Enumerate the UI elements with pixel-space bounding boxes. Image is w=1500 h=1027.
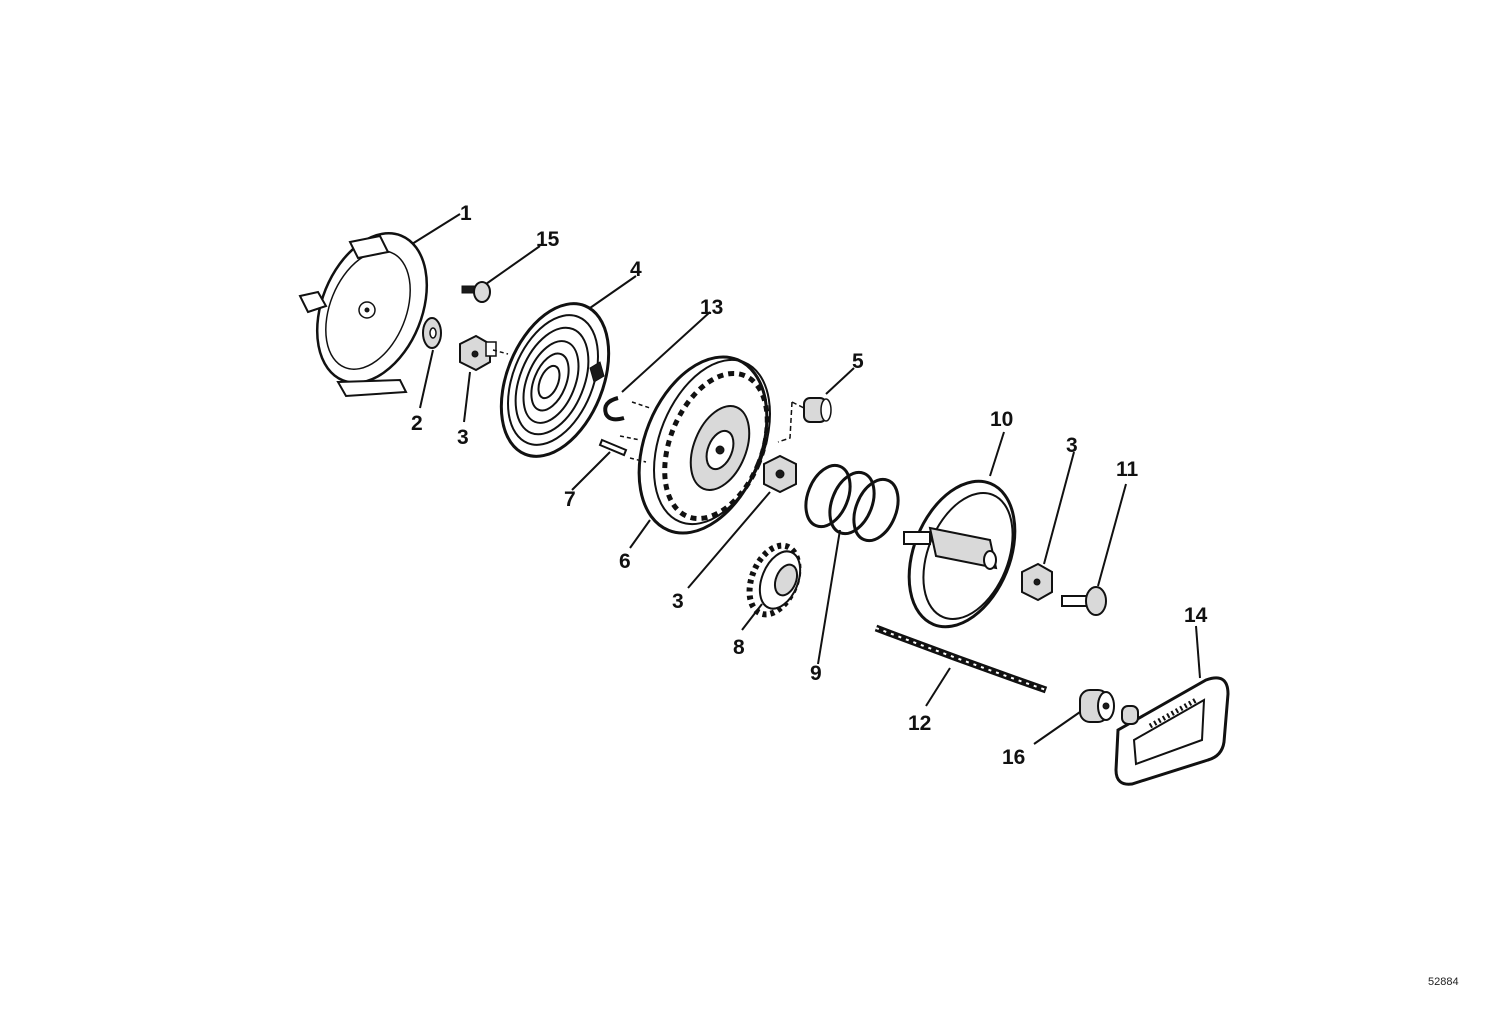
part-1-housing [298,232,429,398]
label-part-10: 10 [990,408,1013,431]
part-10-starter-hub [903,479,1017,629]
part-labels: 1 2 3 3 3 4 5 6 7 8 9 10 11 12 13 14 15 … [411,202,1208,769]
part-8-pinion-gear [746,542,802,618]
part-7-pin [598,438,628,457]
part-16-rope-bushing [1079,689,1115,723]
label-part-3b: 3 [672,590,684,613]
label-part-14: 14 [1184,604,1208,627]
assembly-hint-lines [492,349,805,463]
label-part-1: 1 [460,202,472,225]
part-13-clip [603,396,625,422]
label-part-15: 15 [536,228,560,251]
part-11-bolt [1061,586,1107,616]
label-part-3a: 3 [457,426,469,449]
part-15-screw [461,281,491,303]
part-3b-nut [763,454,797,494]
label-part-13: 13 [700,296,723,319]
label-part-9: 9 [810,662,822,685]
label-part-6: 6 [619,550,631,573]
part-3a-nut [459,334,497,372]
part-2-washer [422,317,442,349]
label-part-7: 7 [564,488,576,511]
label-part-5: 5 [852,350,864,373]
label-part-8: 8 [733,636,745,659]
label-part-11: 11 [1116,458,1139,481]
leader-lines [411,213,1201,745]
part-12-rope [874,624,1048,694]
part-4-rewind-spring [499,302,611,458]
label-part-3c: 3 [1066,434,1078,457]
label-part-12: 12 [908,712,931,735]
part-6-pulley [637,355,771,535]
reference-code: 52884 [1428,976,1459,988]
label-part-2: 2 [411,412,423,435]
part-14-handle [1114,676,1230,786]
label-part-4: 4 [630,258,642,281]
part-3c-nut [1021,562,1053,602]
label-part-16: 16 [1002,746,1025,769]
part-5-bushing [803,397,832,423]
part-9-spring [804,463,900,543]
